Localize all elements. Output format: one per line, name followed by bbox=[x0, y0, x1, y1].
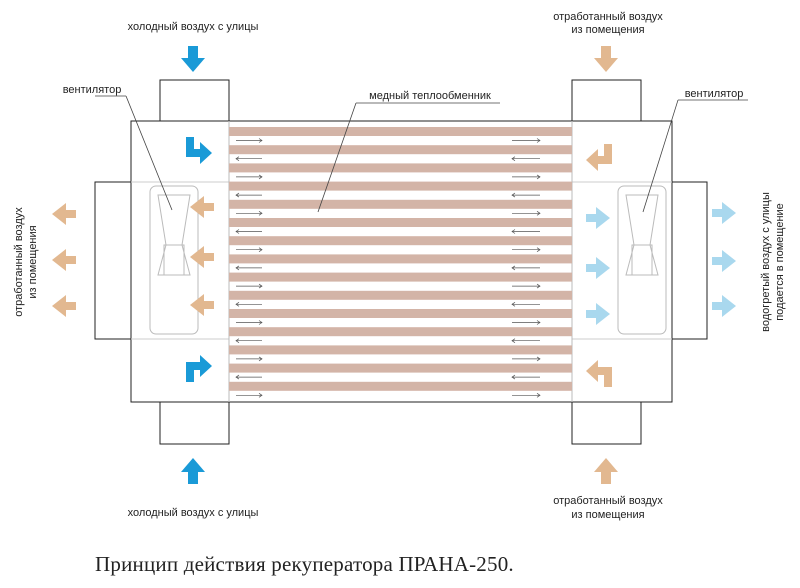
exchanger-plate bbox=[229, 218, 572, 227]
exhaust-bottom-label-2: из помещения bbox=[571, 509, 644, 521]
exchanger-plate bbox=[229, 381, 572, 391]
right-side-duct bbox=[671, 181, 708, 340]
exchanger-plate bbox=[229, 327, 572, 337]
exchanger-plate bbox=[229, 272, 572, 282]
plate-flow-arrow bbox=[235, 302, 262, 307]
right-side-label-1: водогретый воздух с улицы bbox=[760, 192, 772, 332]
diagram-caption: Принцип действия рекуператора ПРАНА-250. bbox=[95, 552, 514, 576]
supply-out-arrow bbox=[712, 295, 736, 317]
exchanger-plate bbox=[229, 363, 572, 373]
plate-flow-arrow bbox=[236, 356, 263, 362]
cold-bend-bottom-arrow bbox=[186, 355, 212, 382]
plate-flow-arrow bbox=[236, 247, 263, 252]
plate-flow-arrow bbox=[511, 192, 540, 198]
warm-bend-bottom-arrow bbox=[586, 360, 612, 387]
plate-flow-arrow bbox=[512, 247, 541, 252]
exhaust-out-arrow bbox=[52, 249, 76, 271]
plate-flow-arrow bbox=[511, 156, 540, 161]
plate-flow-arrow bbox=[236, 174, 263, 180]
plate-flow-arrow bbox=[236, 138, 263, 143]
exhaust-top-label-1: отработанный воздух bbox=[553, 11, 663, 23]
heated-flow-arrow bbox=[586, 257, 610, 279]
fan-right-label: вентилятор bbox=[685, 88, 744, 100]
exhaust-in-top-arrow bbox=[594, 46, 618, 72]
warm-flow-arrow bbox=[190, 294, 214, 316]
plate-flow-arrow bbox=[235, 265, 262, 271]
heated-flow-arrow bbox=[586, 207, 610, 229]
plate-flow-arrow bbox=[235, 192, 262, 198]
exhaust-out-arrow bbox=[52, 203, 76, 225]
plate-flow-arrow bbox=[512, 320, 541, 325]
fan-left bbox=[149, 185, 199, 335]
warm-flow-arrow bbox=[190, 246, 214, 268]
cold-air-top-label: холодный воздух с улицы bbox=[128, 21, 259, 33]
plate-flow-arrow bbox=[236, 393, 263, 398]
fan-left-leader bbox=[125, 95, 173, 211]
bottom-right-duct bbox=[571, 401, 642, 445]
plate-flow-arrow bbox=[512, 283, 541, 289]
bottom-left-duct bbox=[159, 401, 230, 445]
plate-flow-arrow bbox=[511, 338, 540, 343]
plate-flow-arrow bbox=[512, 174, 541, 180]
plate-flow-arrow bbox=[512, 138, 541, 143]
exchanger-plate bbox=[229, 236, 572, 246]
cold-air-in-top-arrow bbox=[181, 46, 205, 72]
exchanger-plate bbox=[229, 181, 572, 191]
cold-bend-top-arrow bbox=[186, 137, 212, 164]
exchanger-plate bbox=[229, 145, 572, 155]
top-left-duct bbox=[159, 79, 230, 122]
plate-flow-arrow bbox=[235, 229, 262, 234]
plate-flow-arrow bbox=[235, 374, 262, 380]
plate-flow-arrow bbox=[236, 320, 263, 325]
exchanger-plate bbox=[229, 127, 572, 136]
exchanger-label: медный теплообменник bbox=[369, 90, 491, 102]
exchanger-plate bbox=[229, 345, 572, 355]
cold-air-in-bottom-arrow bbox=[181, 458, 205, 484]
left-side-duct bbox=[94, 181, 132, 340]
fan-right bbox=[617, 185, 667, 335]
exhaust-in-bottom-arrow bbox=[594, 458, 618, 484]
exhaust-bottom-label-1: отработанный воздух bbox=[553, 495, 663, 507]
plate-flow-arrow bbox=[511, 374, 540, 380]
plate-flow-arrow bbox=[512, 211, 541, 216]
supply-out-arrow bbox=[712, 202, 736, 224]
exchanger-plate bbox=[229, 163, 572, 173]
heated-flow-arrow bbox=[586, 303, 610, 325]
copper-heat-exchanger bbox=[229, 127, 572, 398]
exchanger-plate bbox=[229, 254, 572, 264]
plate-flow-arrow bbox=[235, 156, 262, 161]
plate-flow-arrow bbox=[512, 393, 541, 398]
warm-flow-arrow bbox=[190, 196, 214, 218]
exchanger-leader bbox=[317, 102, 357, 213]
left-side-label-2: из помещения bbox=[27, 225, 39, 298]
exchanger-plate bbox=[229, 199, 572, 209]
exhaust-out-arrow bbox=[52, 295, 76, 317]
exchanger-plate bbox=[229, 309, 572, 318]
supply-out-arrow bbox=[712, 250, 736, 272]
fan-left-label: вентилятор bbox=[63, 84, 122, 96]
right-side-label-2: подается в помещение bbox=[774, 203, 786, 321]
top-right-duct bbox=[571, 79, 642, 122]
warm-bend-top-arrow bbox=[586, 144, 612, 171]
plate-flow-arrow bbox=[236, 283, 263, 289]
fan-right-leader bbox=[642, 99, 679, 213]
plate-flow-arrow bbox=[511, 302, 540, 307]
left-side-label-1: отработанный воздух bbox=[13, 207, 25, 317]
cold-air-bottom-label: холодный воздух с улицы bbox=[128, 507, 259, 519]
plate-flow-arrow bbox=[235, 338, 262, 343]
plate-flow-arrow bbox=[236, 211, 263, 216]
plate-flow-arrow bbox=[511, 229, 540, 234]
exchanger-plate bbox=[229, 290, 572, 300]
plate-flow-arrow bbox=[512, 356, 541, 362]
exhaust-top-label-2: из помещения bbox=[571, 24, 644, 36]
plate-flow-arrow bbox=[511, 265, 540, 271]
